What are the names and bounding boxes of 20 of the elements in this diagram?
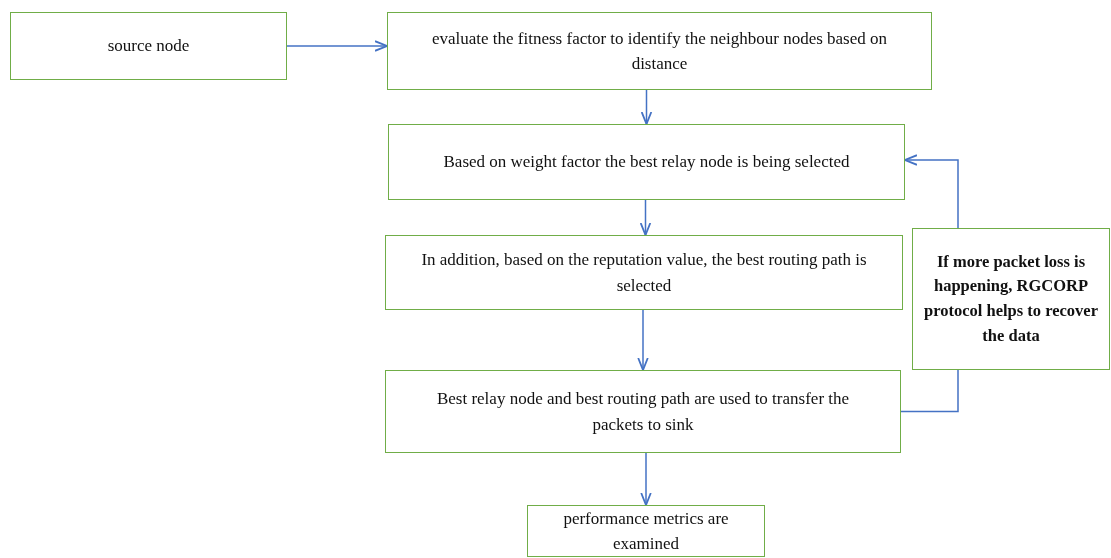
box-text: source node [107, 35, 190, 58]
process-box [387, 12, 932, 90]
process-box [385, 235, 903, 310]
box-text: Based on weight factor the best relay node is being selected [443, 151, 850, 174]
arrow [904, 154, 959, 229]
box-text: Best relay node and best routing path are used to transfer the packets to sink [435, 388, 851, 436]
process-box [912, 228, 1110, 370]
arrow [640, 452, 652, 506]
arrow [637, 309, 649, 371]
box-text: If more packet loss is happening, RGCORP protocol helps to recover the data [923, 250, 1099, 347]
process-box [527, 505, 765, 557]
box-text: evaluate the fitness factor to identify the neighbour nodes based on distance [430, 27, 889, 75]
arrow [639, 199, 652, 236]
arrow [286, 40, 388, 52]
process-box [385, 370, 901, 453]
process-box [10, 12, 287, 80]
arrow [640, 89, 653, 125]
process-box [388, 124, 905, 200]
box-text: performance metrics are examined [562, 507, 730, 555]
box-text: In addition, based on the reputation value, the best routing path is selected [420, 249, 868, 297]
